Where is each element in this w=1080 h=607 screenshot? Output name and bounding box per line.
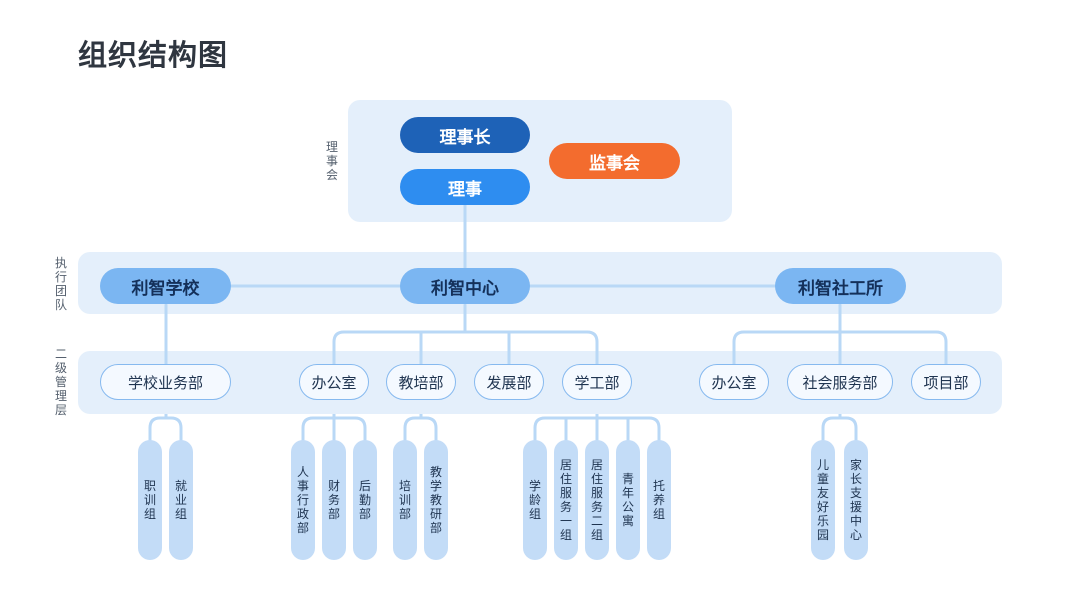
group-student-4: 托养组 (647, 440, 671, 560)
node-school-business: 学校业务部 (100, 364, 231, 400)
group-office-2: 后勤部 (353, 440, 377, 560)
node-center-training: 教培部 (386, 364, 456, 400)
group-student-1: 居住服务一组 (554, 440, 578, 560)
node-school: 利智学校 (100, 268, 231, 304)
side-label-mgmt: 二级管理层 (54, 347, 67, 417)
node-supervisory: 监事会 (549, 143, 680, 179)
side-label-exec: 执行团队 (54, 256, 67, 312)
node-center: 利智中心 (400, 268, 530, 304)
group-student-2: 居住服务二组 (585, 440, 609, 560)
group-service-1: 家长支援中心 (844, 440, 868, 560)
page-title: 组织结构图 (78, 38, 229, 72)
node-director: 理事 (400, 169, 530, 205)
group-office-0: 人事行政部 (291, 440, 315, 560)
group-service-0: 儿童友好乐园 (811, 440, 835, 560)
group-training-0: 培训部 (393, 440, 417, 560)
node-center-student: 学工部 (562, 364, 632, 400)
group-school-1: 就业组 (169, 440, 193, 560)
node-social-service: 社会服务部 (787, 364, 893, 400)
node-center-office: 办公室 (299, 364, 369, 400)
node-social-office: 办公室 (699, 364, 769, 400)
group-school-0: 职训组 (138, 440, 162, 560)
node-social-project: 项目部 (911, 364, 981, 400)
node-social: 利智社工所 (775, 268, 906, 304)
group-office-1: 财务部 (322, 440, 346, 560)
node-chairman: 理事长 (400, 117, 530, 153)
side-label-board: 理事会 (325, 140, 338, 182)
node-center-development: 发展部 (474, 364, 544, 400)
group-student-3: 青年公寓 (616, 440, 640, 560)
group-training-1: 教学教研部 (424, 440, 448, 560)
group-student-0: 学龄组 (523, 440, 547, 560)
